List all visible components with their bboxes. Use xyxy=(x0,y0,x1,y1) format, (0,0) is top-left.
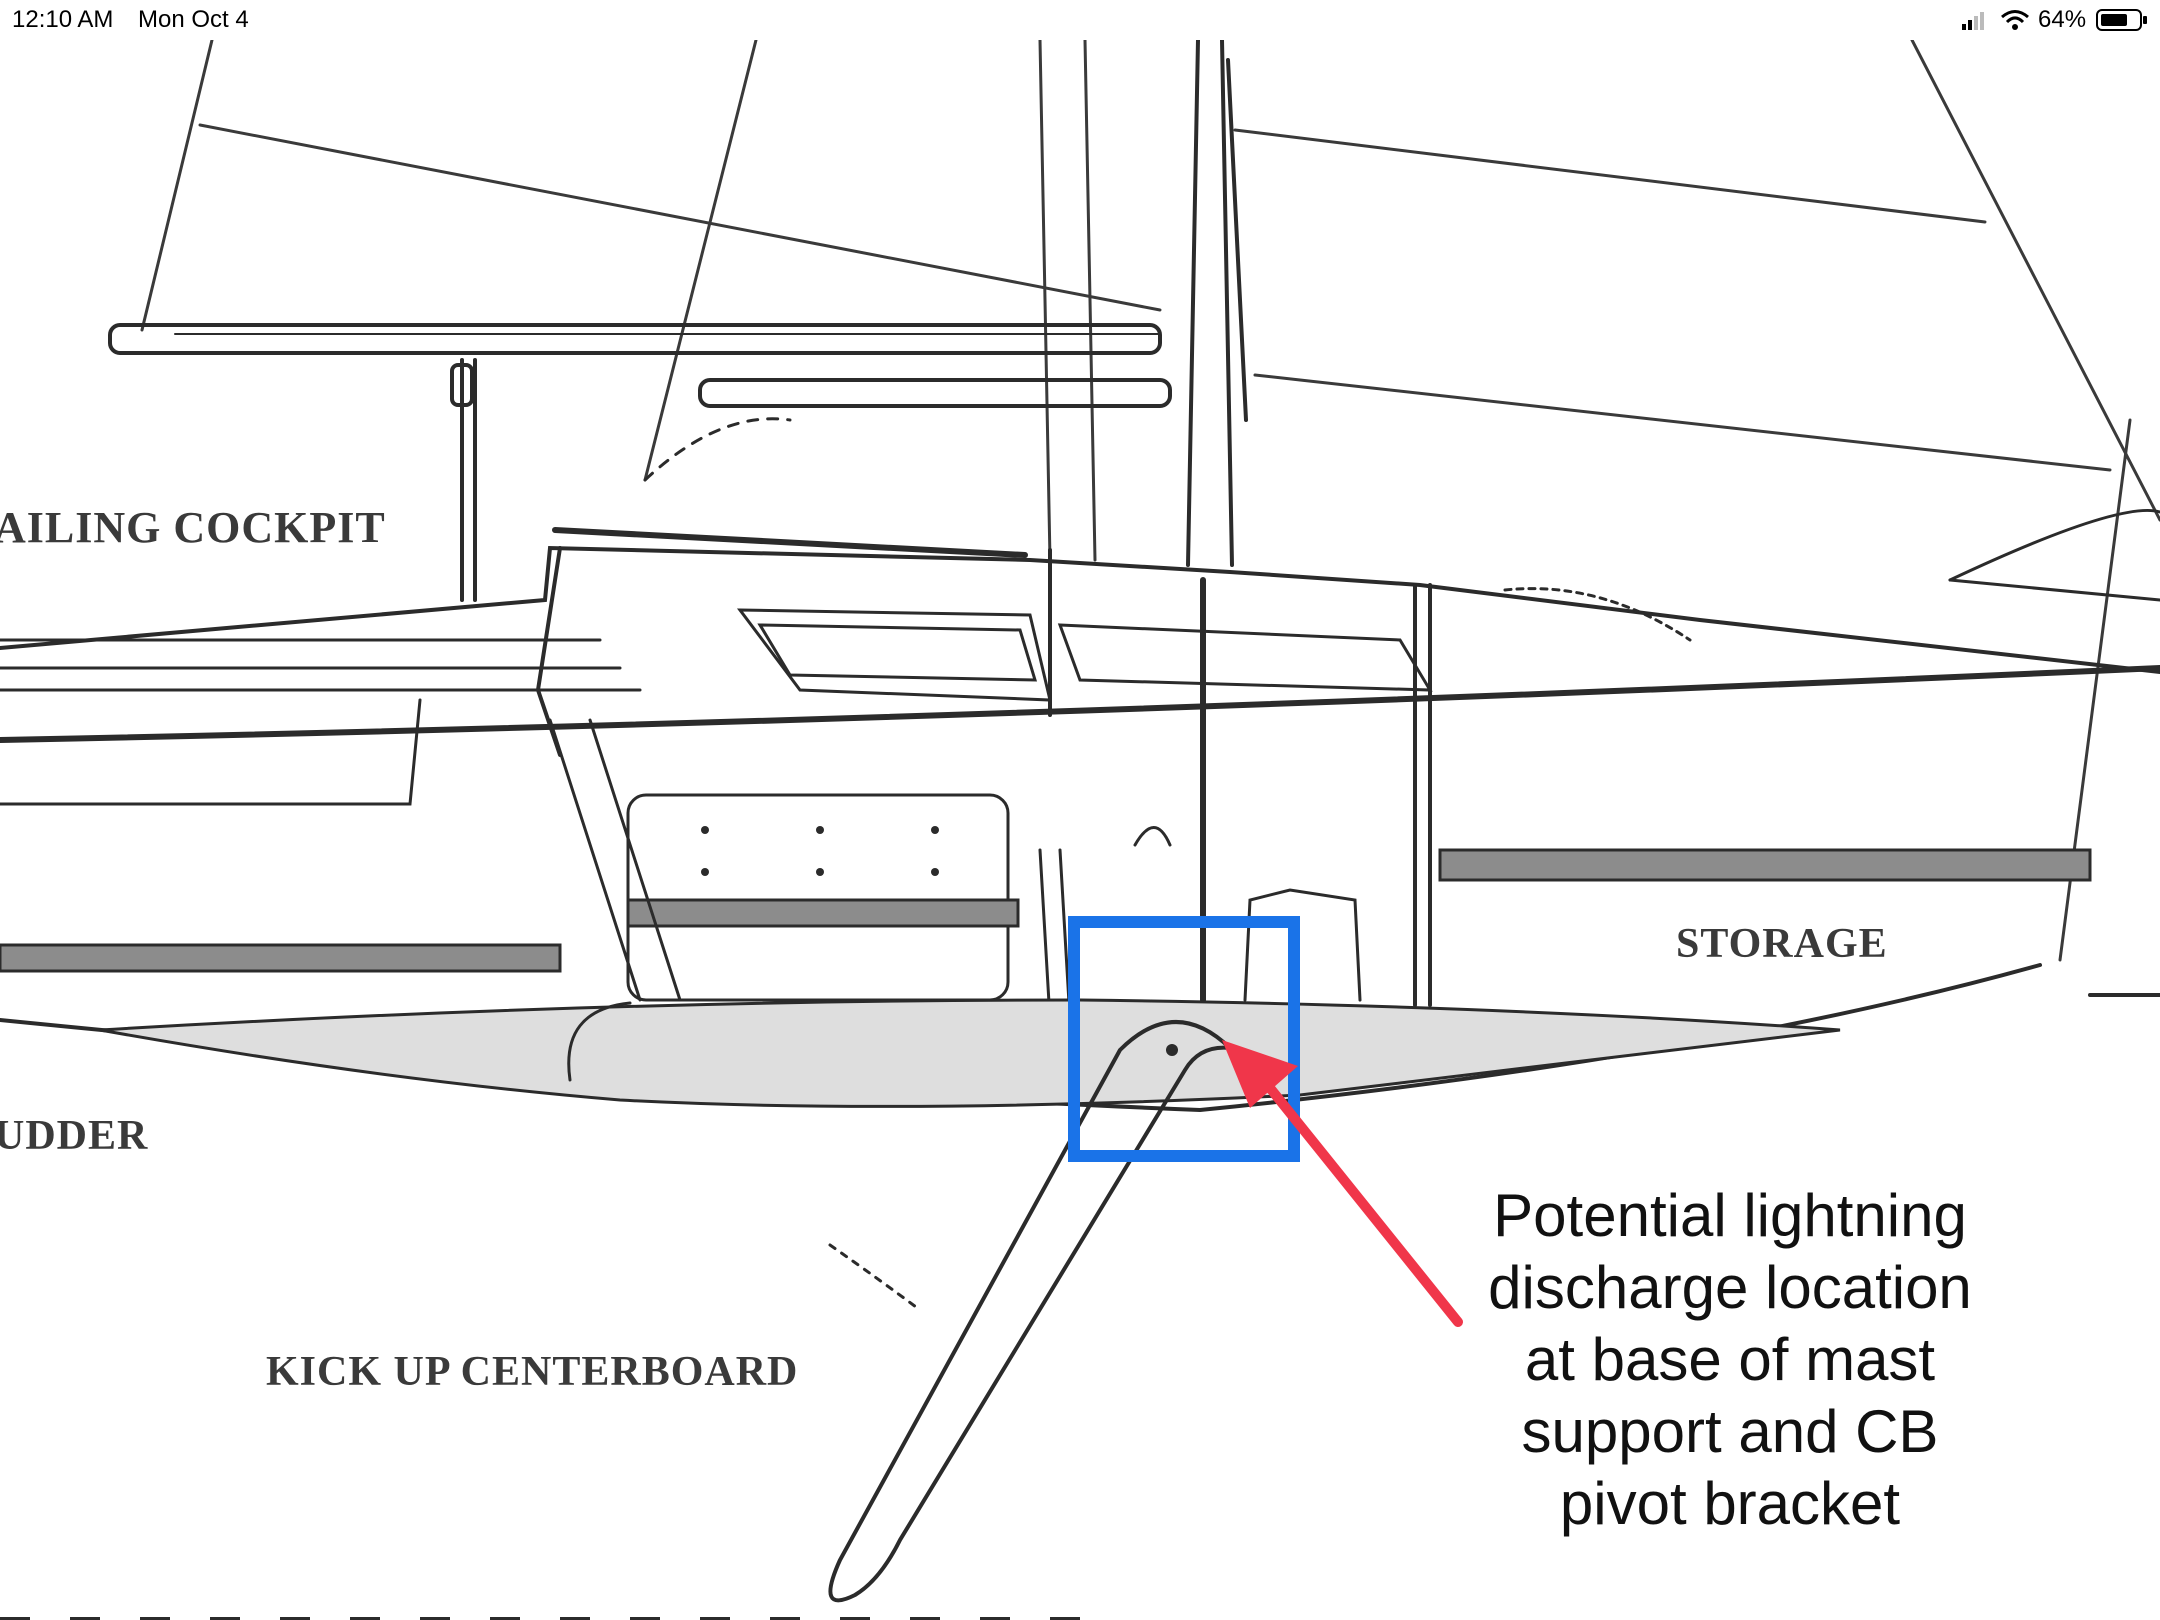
wifi-icon xyxy=(2001,10,2029,30)
cockpit-label: AILING COCKPIT xyxy=(0,503,386,552)
interior-furniture xyxy=(0,718,2092,1022)
boom xyxy=(108,323,1172,602)
annotation-arrow xyxy=(1257,1073,1463,1327)
rudder-label: UDDER xyxy=(0,1113,149,1159)
annotation-line: support and CB xyxy=(1521,1398,1939,1465)
mast xyxy=(1186,40,1248,1003)
centerboard xyxy=(828,1020,1236,1603)
centerboard-pivot xyxy=(1166,1044,1178,1056)
battery-icon xyxy=(2096,9,2147,31)
annotation-line: at base of mast xyxy=(1524,1326,1936,1393)
annotation-line: discharge location xyxy=(1488,1254,1972,1321)
centerboard-label: KICK UP CENTERBOARD xyxy=(266,1349,799,1395)
annotation-line: Potential lightning xyxy=(1493,1182,1967,1249)
arrow-head-icon xyxy=(1222,1040,1298,1108)
status-time: 12:10 AM xyxy=(12,6,114,33)
annotation-line: pivot bracket xyxy=(1559,1470,1901,1537)
rigging-lines xyxy=(140,40,2160,962)
signal-icon xyxy=(1962,12,1984,30)
sailboat-profile-drawing xyxy=(0,40,2160,1620)
keel-ballast xyxy=(99,998,1841,1108)
highlight-box xyxy=(1068,916,1300,1162)
status-bar: 12:10 AM Mon Oct 4 64% xyxy=(0,0,2160,40)
berth-cushion-buttons xyxy=(701,826,939,876)
storage-label: STORAGE xyxy=(1676,921,1888,967)
status-date: Mon Oct 4 xyxy=(138,6,249,33)
annotation-text: Potential lightning discharge location a… xyxy=(1440,1180,2020,1540)
cabin-structure xyxy=(0,508,2160,757)
battery-percent: 64% xyxy=(2038,6,2087,33)
